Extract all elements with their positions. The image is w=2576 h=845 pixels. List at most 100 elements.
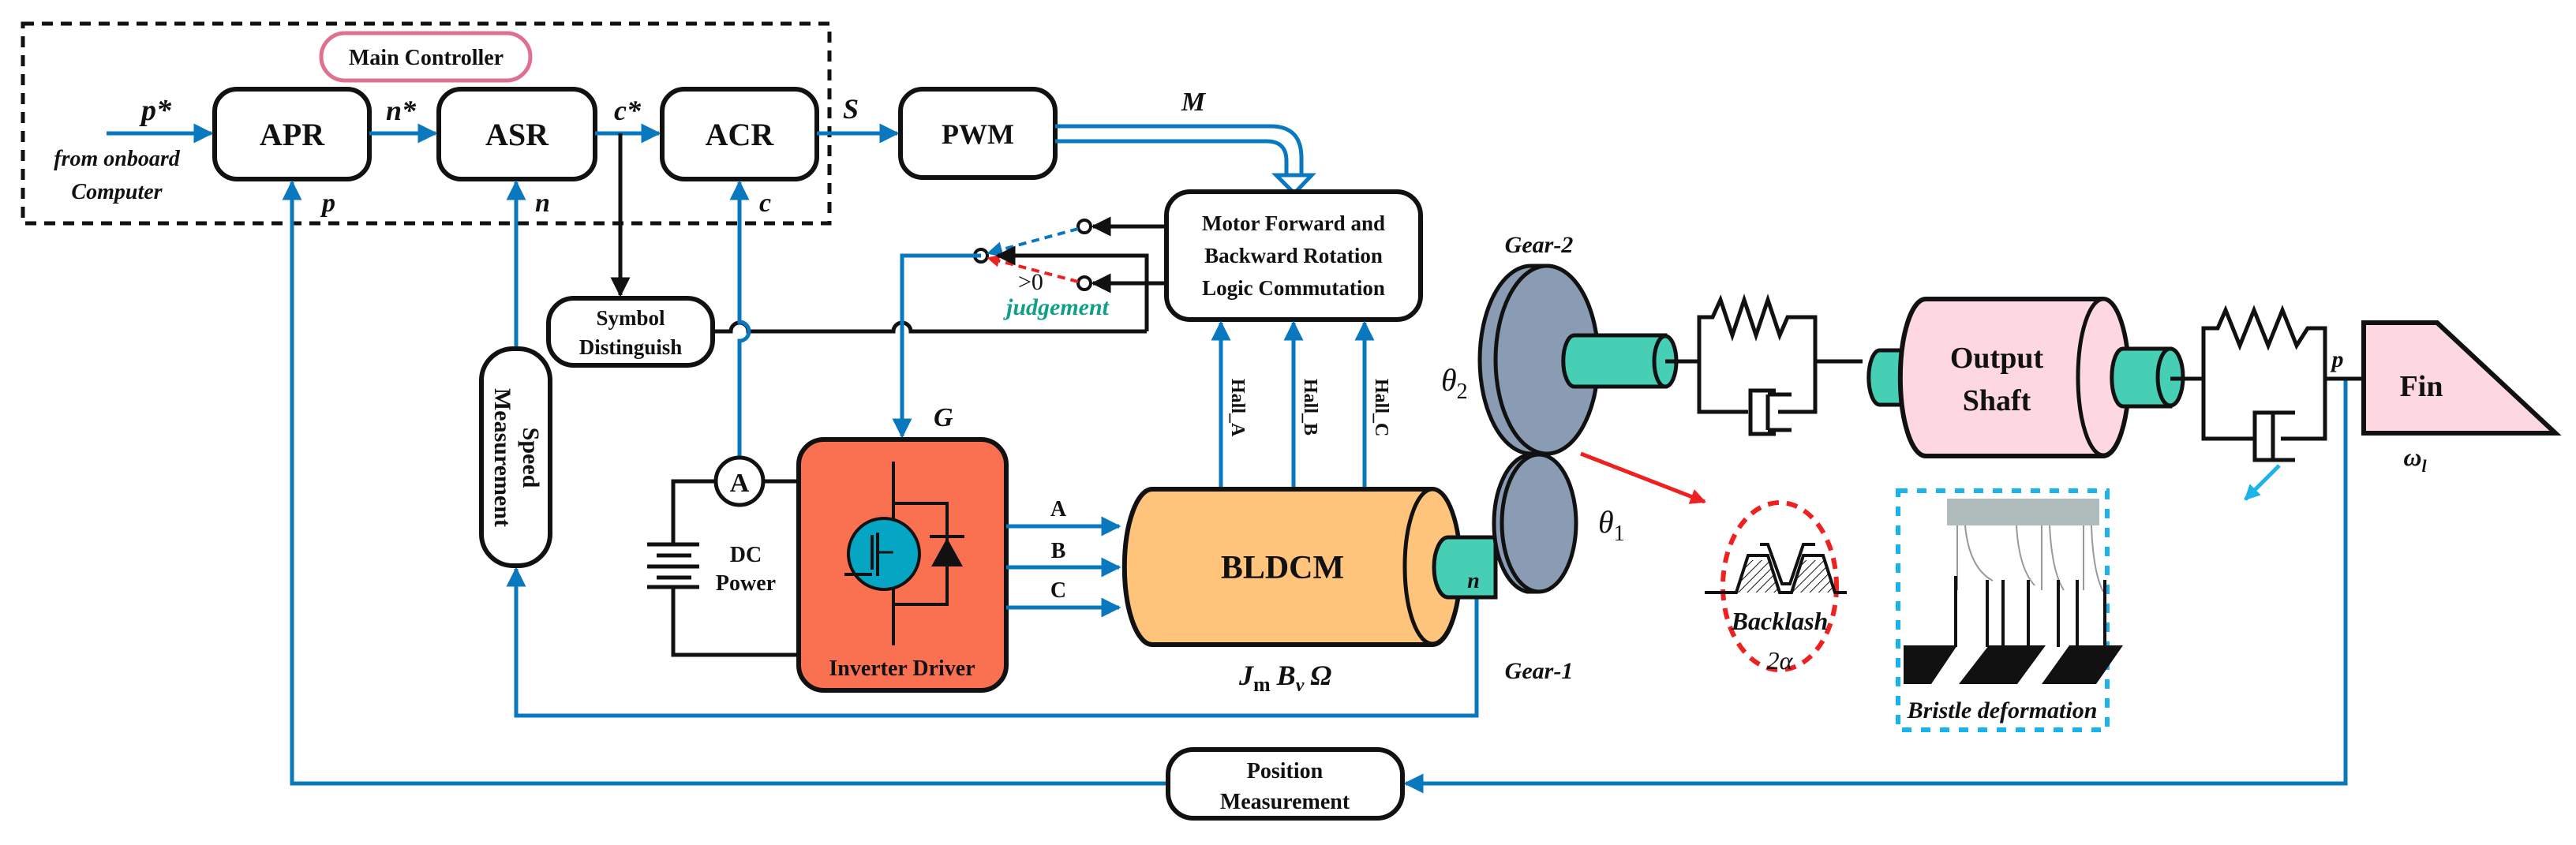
acr-label: ACR [706, 117, 775, 152]
hall-b-label: Hall_B [1300, 379, 1320, 436]
s-label: S [843, 93, 859, 125]
theta2-label: θ2 [1441, 362, 1468, 404]
forward-contact [1076, 219, 1092, 234]
p-feedback-label: p [320, 189, 335, 218]
param-j-sub: m [1253, 673, 1271, 696]
gate-signal-line [892, 253, 981, 439]
bristle-pointer [2244, 464, 2281, 501]
output-shaft[interactable]: Output Shaft [1866, 297, 2185, 458]
speed-feedback-line [506, 566, 1479, 718]
diode-icon [931, 538, 963, 566]
phase-c-label: C [1050, 578, 1066, 603]
gear2-shaft [1561, 333, 1668, 389]
threshold-label: >0 [1018, 269, 1043, 295]
lower-surface-blocks [1904, 645, 2123, 684]
ammeter-icon [713, 455, 766, 507]
output-line2: Shaft [1963, 384, 2031, 417]
dc-power-circuit: A DC Power [647, 455, 799, 657]
param-j: J [1238, 660, 1254, 691]
position-line1: Position [1247, 759, 1324, 783]
symbol-line1: Symbol [596, 306, 665, 330]
bristle-deformation-inset: Bristle deformation [1896, 488, 2123, 732]
spring-damper-2 [2170, 305, 2364, 462]
pwm-label: PWM [942, 118, 1014, 150]
phase-b-label: B [1051, 539, 1066, 563]
lower-bristles [1954, 576, 2106, 647]
speed-line1: Speed [518, 428, 544, 488]
position-measurement-block[interactable]: Position Measurement [1166, 747, 1405, 821]
gear-1[interactable] [1492, 452, 1578, 594]
gear-2[interactable] [1477, 264, 1679, 456]
gear-teeth-icon [1705, 543, 1847, 594]
m-signal-arrow [1055, 124, 1316, 196]
symbol-line2: Distinguish [579, 335, 683, 359]
main-controller-region: Main Controller [21, 21, 832, 226]
backlash-inset: Backlash 2α [1705, 500, 1847, 675]
direction-switch: >0 judgement [973, 216, 1166, 331]
logic-commutation-block[interactable]: Motor Forward and Backward Rotation Logi… [1164, 189, 1423, 322]
position-feedback-line [282, 180, 1168, 786]
power-label: Power [716, 571, 776, 596]
symbol-distinguish-block[interactable]: Symbol Distinguish [546, 296, 715, 368]
ammeter-label: A [730, 469, 750, 498]
speed-measurement-block[interactable]: Speed Measurement [479, 346, 552, 568]
position-sensor-line [1403, 380, 2348, 794]
output-line1: Output [1950, 342, 2044, 375]
inverter-driver-block[interactable]: Inverter Driver [796, 437, 1009, 693]
asr-block[interactable]: ASR [436, 87, 597, 181]
apr-block[interactable]: APR [212, 87, 372, 181]
hall-c-label: Hall_C [1371, 379, 1391, 436]
apr-label: APR [260, 117, 325, 152]
theta1-label: θ1 [1598, 504, 1625, 546]
fin-position-label: p [2330, 346, 2344, 372]
position-line2: Measurement [1220, 790, 1350, 814]
c-feedback-label: c [759, 189, 771, 218]
shaft-speed-label: n [1467, 569, 1480, 593]
fin-block[interactable]: Fin [2361, 320, 2562, 436]
n-feedback-label: n [535, 189, 550, 218]
n-star-label: n* [386, 95, 417, 126]
backlash-pointer [1580, 451, 1706, 504]
hall-a-label: Hall_A [1227, 379, 1248, 437]
c-star-label: c* [614, 95, 642, 126]
main-controller-label: Main Controller [349, 46, 504, 70]
input-source-line2: Computer [71, 180, 163, 204]
judgement-label: judgement [1003, 294, 1110, 320]
backlash-label: Backlash [1731, 607, 1829, 635]
main-controller-pill [319, 31, 533, 83]
symbol-output-line [713, 320, 1147, 334]
param-b-sub: v [1296, 675, 1305, 696]
phase-a-label: A [1050, 497, 1067, 522]
spring-damper-1 [1665, 294, 1863, 436]
gear1-label: Gear-1 [1505, 658, 1574, 684]
fin-label: Fin [2400, 370, 2443, 403]
current-feedback-line [729, 180, 751, 457]
logic-line1: Motor Forward and [1202, 211, 1385, 235]
controller-dashed-border [21, 21, 832, 226]
fin-omega-label: ωl [2403, 443, 2427, 476]
dc-label: DC [730, 543, 762, 567]
motor-shaft [1432, 535, 1498, 600]
logic-line2: Backward Rotation [1204, 244, 1383, 267]
backward-contact [1076, 275, 1092, 291]
gate-label: G [934, 403, 953, 432]
asr-label: ASR [485, 117, 549, 152]
backlash-angle-label: 2α [1767, 646, 1794, 675]
param-b: B [1276, 660, 1296, 691]
gear2-label: Gear-2 [1505, 232, 1574, 258]
bldcm-label: BLDCM [1221, 550, 1344, 586]
bristle-label: Bristle deformation [1907, 697, 2098, 723]
bldc-motor[interactable]: BLDCM n [1121, 487, 1498, 647]
setpoint-label: p* [139, 94, 172, 127]
m-label: M [1181, 88, 1207, 117]
input-source-line1: from onboard [54, 147, 180, 171]
mosfet-icon [844, 462, 964, 645]
acr-block[interactable]: ACR [660, 87, 819, 181]
speed-line2: Measurement [489, 388, 515, 527]
pwm-block[interactable]: PWM [898, 87, 1058, 180]
upper-surface [1947, 499, 2099, 525]
logic-line3: Logic Commutation [1202, 276, 1385, 300]
